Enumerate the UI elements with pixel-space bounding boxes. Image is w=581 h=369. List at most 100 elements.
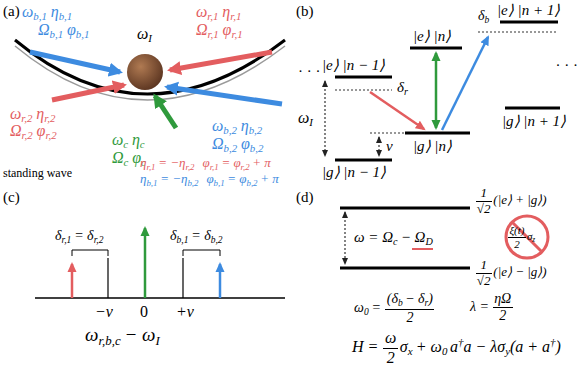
subscript: b,1 [50, 28, 64, 40]
subscript: r,1 [210, 162, 219, 172]
label-line: |e⟩ |n + 1⟩ [497, 1, 560, 19]
label-line: ξ(t)2σz [507, 224, 535, 250]
math-symbol: φ [67, 21, 76, 38]
math-symbol: 2 [387, 349, 395, 366]
label-line: (b) [296, 2, 314, 20]
subscript: c [124, 156, 129, 168]
label-line: ω0=(δb− δr)2 [354, 291, 436, 326]
math-symbol: √2 [477, 201, 491, 216]
math-symbol: (a + a [510, 338, 550, 355]
math-symbol: 2 [406, 310, 413, 325]
math-symbol: standing wave [3, 166, 72, 180]
subscript: b,1 [33, 10, 47, 22]
math-symbol: (a) [3, 3, 20, 19]
math-symbol: (d) [296, 189, 314, 205]
superscript: † [458, 336, 463, 348]
math-symbol: ω [137, 25, 148, 42]
subscript: r,2 [44, 112, 55, 124]
math-symbol: −ν [95, 303, 113, 320]
math-symbol: η [36, 105, 44, 122]
math-symbol: η [51, 3, 59, 20]
label-line: (d) [296, 188, 314, 206]
subscript: r,1 [62, 235, 72, 245]
label-line: · · · [298, 62, 321, 80]
math-symbol: ω [85, 324, 98, 345]
math-symbol: = φ [227, 171, 246, 186]
label-line: |g⟩ |n + 1⟩ [502, 112, 566, 130]
math-symbol: ω [298, 109, 309, 126]
label-line: Ωb,2φb,2 [212, 134, 263, 156]
fraction: ξ(t)2 [508, 224, 525, 250]
numerator: ηΩ [493, 291, 513, 307]
subscript: c [123, 138, 128, 150]
math-symbol: ω [354, 300, 364, 315]
label-line: ωcηc [112, 130, 145, 152]
math-symbol: φ [241, 135, 250, 152]
math-symbol: η [241, 117, 249, 134]
math-symbol: η [132, 131, 140, 148]
label-line: · · · [556, 56, 579, 74]
math-symbol: (|e⟩ − |g⟩) [493, 264, 546, 279]
math-symbol: ω [212, 117, 223, 134]
math-symbol: φ [132, 149, 141, 166]
label-line: |g⟩ |n⟩ [413, 137, 452, 155]
math-symbol: δ [170, 228, 177, 243]
math-symbol: ) [556, 338, 561, 355]
math-symbol: = δ [74, 228, 93, 243]
label-line: H =ω2σx+ ω0a†a − λσy(a + a†) [352, 329, 561, 367]
math-symbol: + ω [416, 338, 442, 355]
math-symbol: + π [260, 171, 279, 186]
subscript: b,2 [211, 235, 223, 245]
math-symbol: δ [397, 79, 404, 95]
subscript: b,2 [224, 142, 238, 154]
label-line: 1√2(|e⟩ − |g⟩) [474, 258, 547, 289]
label-line: Ωr,2φr,2 [10, 121, 57, 143]
label-line: ηr,1= −ηr,2φr,1= φr,2+ π [140, 155, 271, 172]
fraction: 1√2 [476, 258, 492, 289]
math-symbol: Ω [38, 21, 50, 38]
subscript: I [148, 32, 152, 44]
math-symbol: |e⟩ |n + 1⟩ [497, 2, 560, 18]
label-line: ωI [298, 108, 313, 130]
numerator: 1 [476, 186, 492, 201]
math-symbol: 2 [514, 238, 520, 250]
math-symbol: σ [400, 338, 408, 355]
subscript: D [425, 236, 432, 247]
math-symbol: = δ [191, 228, 210, 243]
subscript: b,2 [223, 124, 237, 136]
subscript: r,2 [45, 129, 56, 141]
label-line: 0 [140, 302, 148, 321]
math-symbol: σ [527, 230, 532, 242]
subscript: 0 [364, 307, 369, 317]
denominator: 2 [508, 237, 525, 251]
math-symbol: |g⟩ |n + 1⟩ [502, 113, 566, 129]
label-line: Ωr,1φr,1 [196, 20, 243, 42]
subscript: c [140, 138, 145, 150]
subscript: b [398, 298, 403, 308]
fraction: ω2 [383, 329, 397, 367]
math-symbol: 1 [480, 257, 487, 272]
math-symbol: Ω [10, 122, 22, 139]
subscript: b,1 [177, 235, 189, 245]
label-line: ωr,b,c− ωI [85, 324, 160, 349]
label-line: λ =ηΩ2 [470, 291, 514, 324]
math-symbol: 2 [499, 308, 506, 323]
math-symbol: = −η [160, 171, 187, 186]
math-symbol: Ω [212, 135, 224, 152]
subscript: y [505, 345, 510, 357]
math-symbol: − Ω [401, 229, 426, 245]
math-symbol: ω [385, 329, 396, 346]
subscript: r,2 [94, 235, 104, 245]
math-symbol: = −η [158, 155, 185, 170]
math-symbol: φ [206, 171, 213, 186]
fraction: 1√2 [476, 186, 492, 217]
math-symbol: η [222, 3, 230, 20]
subscript: r,1 [146, 162, 155, 172]
math-symbol: − δ [405, 291, 424, 306]
subscript: b,2 [247, 178, 258, 188]
math-symbol: 1 [480, 185, 487, 200]
subscript: x [408, 345, 413, 357]
subscript: b,1 [59, 10, 73, 22]
math-symbol: + π [252, 155, 271, 170]
label-line: ωI [137, 24, 152, 46]
